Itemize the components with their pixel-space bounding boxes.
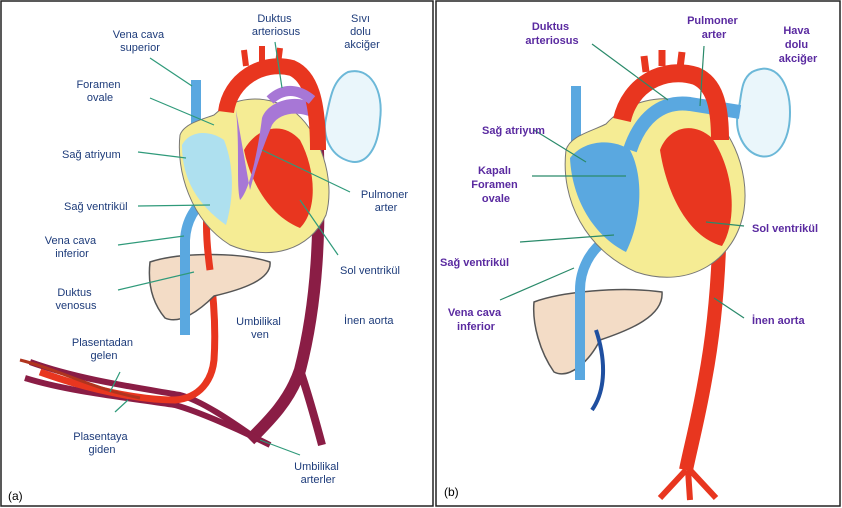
panel-b-tag: (b)	[444, 485, 459, 499]
label-inen-aorta: İnen aorta	[752, 314, 805, 327]
air-lung-shape	[737, 69, 790, 157]
label-sag-ventrikul: Sağ ventrikül	[64, 201, 128, 213]
label-sag-ventrikul: Sağ ventrikül	[440, 257, 509, 269]
label-sag-atriyum: Sağ atriyum	[482, 125, 545, 137]
label-umbilikal-arterler: Umbilikal arterler	[294, 461, 342, 486]
label-sol-ventrikul: Sol ventrikül	[752, 223, 818, 235]
label-sol-ventrikul: Sol ventrikül	[340, 265, 400, 277]
label-duktus-arteriosus: Duktus arteriosus	[252, 13, 301, 38]
label-duktus-venosus: Duktus venosus	[56, 287, 97, 312]
label-inen-aorta: İnen aorta	[344, 314, 394, 327]
label-vena-cava-superior: Vena cava superior	[113, 29, 167, 54]
label-sag-atriyum: Sağ atriyum	[62, 149, 121, 161]
panel-a-tag: (a)	[8, 489, 23, 503]
